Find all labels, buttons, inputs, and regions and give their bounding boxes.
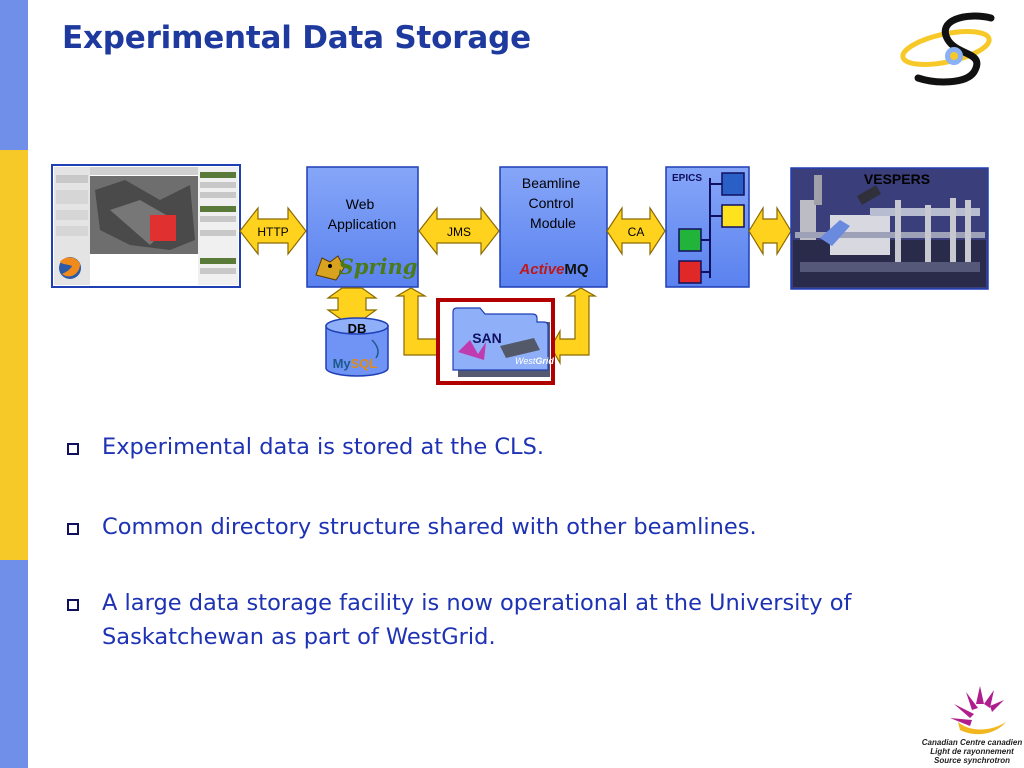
- db-label: DB: [348, 321, 367, 336]
- http-arrow: HTTP: [239, 206, 307, 256]
- browser-screenshot: [51, 164, 241, 288]
- bullet-text: Common directory structure shared with o…: [102, 514, 757, 540]
- mysql-sql: SQL: [351, 356, 378, 371]
- ca-arrow: CA: [606, 205, 666, 257]
- bullet-text: Experimental data is stored at the CLS.: [102, 434, 545, 460]
- epics-node-blue: [721, 172, 745, 196]
- tomcat-icon: [315, 255, 345, 281]
- svg-text:Web Application: Web Application: [328, 196, 397, 232]
- epics-vespers-arrow: [748, 205, 792, 257]
- web-application-label-1: Web: [346, 196, 375, 212]
- westgrid-grid: Grid: [535, 356, 554, 366]
- jms-label: JMS: [447, 225, 471, 239]
- svg-text:Beamline Control M: Beamline Control Module: [522, 175, 584, 231]
- svg-text:WestGrid: WestGrid: [515, 356, 554, 366]
- activemq-active: Active: [518, 261, 564, 278]
- bullet-item: Common directory structure shared with o…: [64, 510, 964, 544]
- bullet-item: A large data storage facility is now ope…: [64, 586, 964, 654]
- mysql-my: My: [333, 356, 352, 371]
- san-highlight: SAN WestGrid: [436, 298, 555, 385]
- bullet-square-icon: [67, 523, 79, 535]
- vespers-label: VESPERS: [864, 171, 930, 187]
- svg-text:MySQL: MySQL: [333, 356, 378, 371]
- westgrid-logo: WestGrid: [458, 338, 554, 366]
- epics-node-red: [678, 260, 702, 284]
- bullet-text: A large data storage facility is now ope…: [102, 590, 852, 650]
- web-application-label-2: Application: [328, 216, 397, 232]
- cls-footer-logo: [950, 686, 1006, 735]
- web-application-box: Web Application Spring: [306, 166, 419, 288]
- bullet-square-icon: [67, 599, 79, 611]
- cls-footer-line3: Source synchrotron: [933, 756, 1010, 765]
- vespers-beamline-image: VESPERS: [790, 167, 989, 290]
- beamline-control-module-box: Beamline Control Module ActiveMQ: [499, 166, 608, 288]
- bullet-list: Experimental data is stored at the CLS. …: [64, 430, 964, 700]
- cls-swoosh-logo: [900, 12, 995, 86]
- westgrid-west: West: [515, 356, 536, 366]
- san-label: SAN: [472, 330, 502, 346]
- architecture-diagram: HTTP Web Application Spring JMS Beamline…: [51, 164, 989, 385]
- spring-label: Spring: [339, 254, 418, 279]
- bcm-san-arrow: [550, 287, 598, 366]
- activemq-mq: MQ: [564, 261, 588, 278]
- bullet-square-icon: [67, 443, 79, 455]
- ca-label: CA: [628, 225, 645, 239]
- page-title: Experimental Data Storage: [62, 20, 531, 56]
- left-stripe: [0, 0, 28, 768]
- svg-text:ActiveMQ: ActiveMQ: [518, 261, 589, 278]
- firefox-icon: [59, 257, 81, 279]
- epics-label: EPICS: [672, 173, 702, 184]
- cls-footer-text: Canadian Centre canadien Light de rayonn…: [920, 738, 1024, 765]
- epics-node-green: [678, 228, 702, 252]
- bullet-item: Experimental data is stored at the CLS.: [64, 430, 964, 464]
- epics-box: EPICS: [665, 166, 750, 288]
- cls-footer-line2: Light de rayonnement: [930, 747, 1014, 756]
- db-cylinder: DB MySQL: [325, 317, 389, 377]
- web-db-arrow: [326, 287, 378, 321]
- cls-footer-line1: Canadian Centre canadien: [921, 738, 1023, 747]
- jms-arrow: JMS: [418, 206, 500, 256]
- dolphin-icon: [371, 339, 379, 359]
- http-label: HTTP: [257, 225, 288, 239]
- epics-node-yellow: [721, 204, 745, 228]
